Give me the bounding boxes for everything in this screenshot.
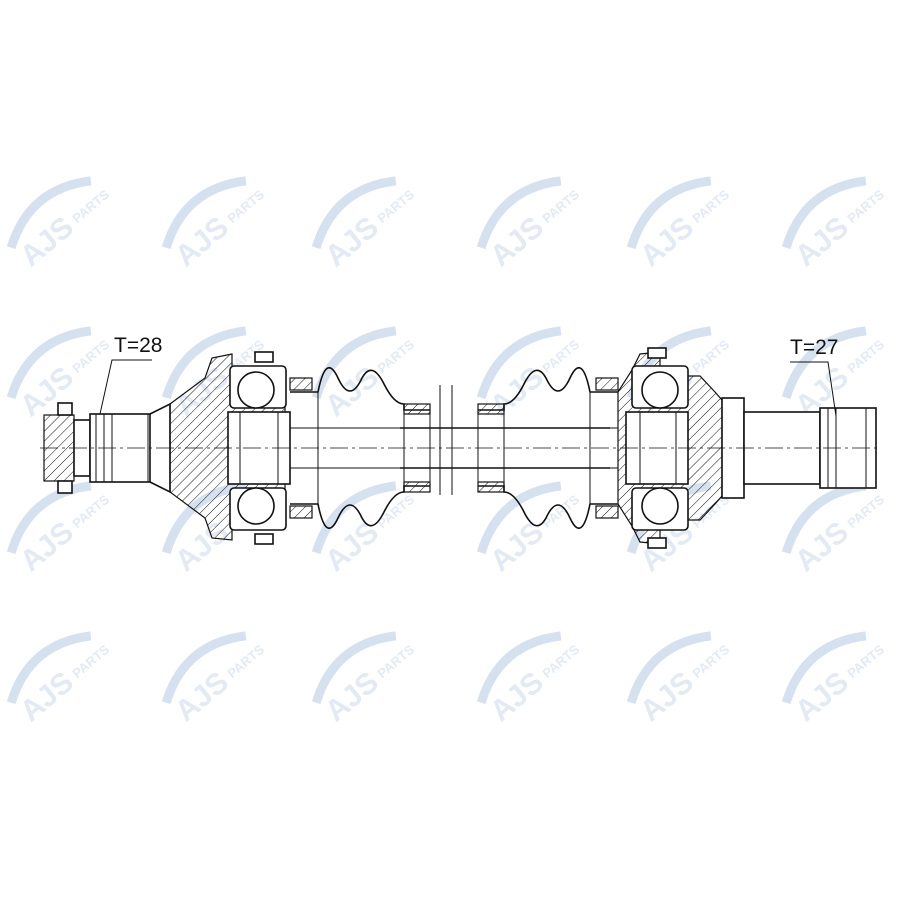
watermark-swoosh-icon <box>161 631 247 705</box>
right-tooth-leader <box>790 361 837 417</box>
watermark-swoosh-icon <box>6 176 92 250</box>
watermark-suffix: PARTS <box>374 337 417 376</box>
watermark-swoosh-icon <box>476 326 562 400</box>
right-boot <box>477 366 619 530</box>
watermark-suffix: PARTS <box>539 642 582 681</box>
left-tooth-count-label: T=28 <box>114 334 162 357</box>
watermark-suffix: PARTS <box>689 642 732 681</box>
left-boot <box>289 366 431 530</box>
watermark-swoosh-icon <box>6 481 92 555</box>
watermark-swoosh-icon <box>626 176 712 250</box>
right-tooth-count-label: T=27 <box>790 336 838 359</box>
watermark-swoosh-icon <box>781 326 867 400</box>
watermark-suffix: PARTS <box>69 187 112 226</box>
watermark-swoosh-icon <box>311 326 397 400</box>
watermark-suffix: PARTS <box>844 492 887 531</box>
watermark-swoosh-icon <box>6 326 92 400</box>
watermark-swoosh-icon <box>161 326 247 400</box>
drive-shaft-drawing <box>40 347 880 549</box>
watermark-suffix: PARTS <box>374 642 417 681</box>
left-tooth-leader <box>99 359 152 415</box>
watermark-swoosh-icon <box>476 176 562 250</box>
left-inner-joint-housing <box>169 351 291 545</box>
watermark-suffix: PARTS <box>224 642 267 681</box>
watermark-suffix: PARTS <box>539 187 582 226</box>
watermark-swoosh-icon <box>311 176 397 250</box>
watermark-suffix: PARTS <box>844 642 887 681</box>
watermark-suffix: PARTS <box>374 492 417 531</box>
watermark-swoosh-icon <box>6 631 92 705</box>
watermark-suffix: PARTS <box>69 642 112 681</box>
watermark-swoosh-icon <box>781 176 867 250</box>
watermark-swoosh-icon <box>626 631 712 705</box>
watermark-suffix: PARTS <box>69 492 112 531</box>
watermark-swoosh-icon <box>311 631 397 705</box>
watermark-suffix: PARTS <box>689 187 732 226</box>
watermark-suffix: PARTS <box>844 187 887 226</box>
watermark-suffix: PARTS <box>844 337 887 376</box>
watermark-swoosh-icon <box>476 481 562 555</box>
watermark-suffix: PARTS <box>374 187 417 226</box>
watermark-suffix: PARTS <box>689 337 732 376</box>
watermark-suffix: PARTS <box>224 187 267 226</box>
watermark-suffix: PARTS <box>539 492 582 531</box>
watermark-swoosh-icon <box>781 631 867 705</box>
watermark-swoosh-icon <box>161 176 247 250</box>
watermark-swoosh-icon <box>476 631 562 705</box>
watermark-suffix: PARTS <box>69 337 112 376</box>
